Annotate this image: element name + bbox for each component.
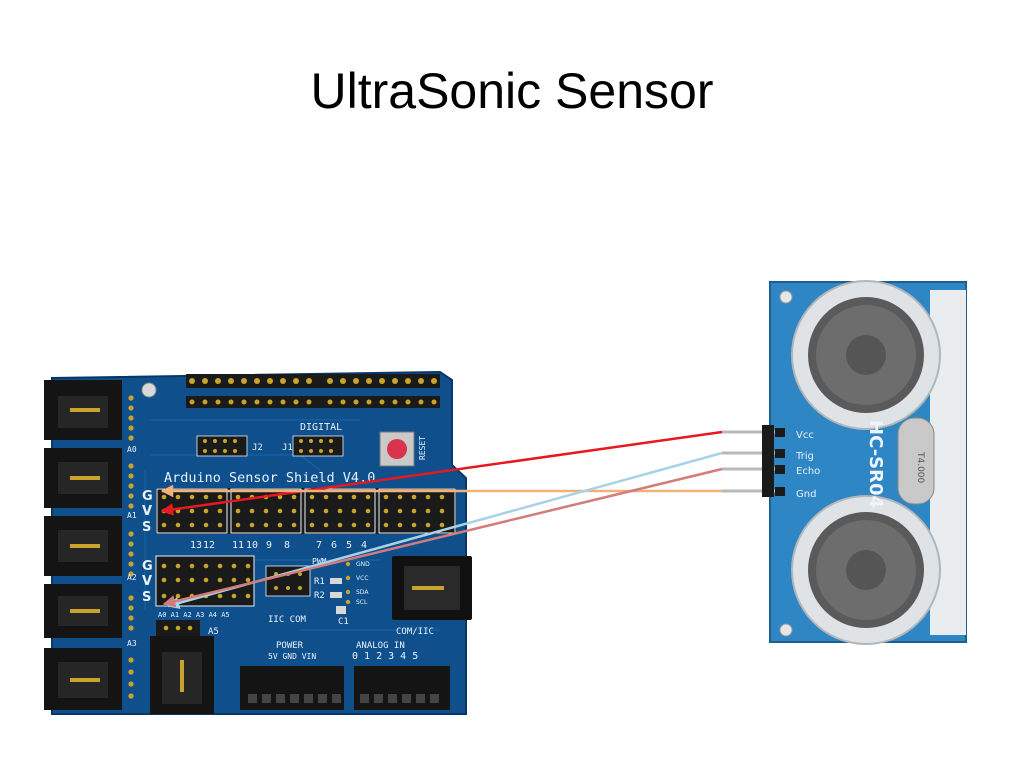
pin-number-7: 7 xyxy=(316,540,322,551)
com-iic-label: COM/IIC xyxy=(396,627,434,637)
pin-number-12: 12 xyxy=(203,540,215,551)
row-s-label: S xyxy=(142,520,151,535)
row-v-label-lower: V xyxy=(142,574,152,589)
pin-number-13: 13 xyxy=(190,540,202,551)
iic-label: IIC COM xyxy=(268,615,307,625)
row-g-label: G xyxy=(142,489,153,504)
pin-number-5: 5 xyxy=(346,540,352,551)
sensor-pin-echo: Echo xyxy=(796,466,820,477)
digital-header-top xyxy=(186,374,440,408)
side-label-a3: A3 xyxy=(127,639,137,648)
side-label-a0: A0 xyxy=(127,445,137,454)
pin-number-4: 4 xyxy=(361,540,367,551)
svg-text:SCL: SCL xyxy=(356,599,368,606)
header-j2-label: J2 xyxy=(252,443,263,453)
sensor-pin-gnd: Gnd xyxy=(796,489,816,500)
sensor-shield-board: DIGITAL RESET J2 J1 Arduino Sensor Shiel… xyxy=(44,370,472,715)
power-label: POWER xyxy=(276,641,304,651)
pin-number-8: 8 xyxy=(284,540,290,551)
com-iic-connector xyxy=(392,556,472,620)
bottom-connector xyxy=(150,620,214,714)
digital-label: DIGITAL xyxy=(300,422,342,433)
bottom-analog-header xyxy=(354,666,450,710)
analog-numbers-label: 0 1 2 3 4 5 xyxy=(352,651,418,662)
pin-number-6: 6 xyxy=(331,540,337,551)
sensor-pin-vcc: Vcc xyxy=(796,430,814,441)
side-label-a1: A1 xyxy=(127,511,137,520)
a5-label: A5 xyxy=(208,627,219,637)
transducer-top xyxy=(791,280,941,430)
crystal-label: T4.000 xyxy=(915,451,925,484)
vcc-wire xyxy=(160,430,723,516)
pin-number-10: 10 xyxy=(246,540,258,551)
power-pins-label: 5V GND VIN xyxy=(268,652,316,661)
capacitor-c1-label: C1 xyxy=(338,617,349,627)
crystal-oscillator: T4.000 xyxy=(897,417,935,505)
sensor-pin-trig: Trig xyxy=(795,451,814,462)
analog-in-label: ANALOG IN xyxy=(356,641,405,651)
board-label: Arduino Sensor Shield V4.0 xyxy=(164,470,375,486)
echo-wire xyxy=(162,467,723,608)
bottom-power-header xyxy=(240,666,344,710)
reset-button[interactable] xyxy=(379,431,415,467)
pwm-label: PWM xyxy=(312,557,327,566)
analog-pin-labels: A0 A1 A2 A3 A4 A5 xyxy=(158,611,230,619)
transducer-bottom xyxy=(791,495,941,645)
svg-text:GND: GND xyxy=(356,561,370,568)
row-s-label-lower: S xyxy=(142,590,151,605)
svg-text:VCC: VCC xyxy=(356,575,368,582)
pin-number-9: 9 xyxy=(266,540,272,551)
reset-label: RESET xyxy=(418,436,427,460)
side-label-a2: A2 xyxy=(127,573,137,582)
resistor-r1-label: R1 xyxy=(314,577,325,587)
ultrasonic-sensor: T4.000 HC-SR04 Vcc Trig Echo Gnd xyxy=(722,280,967,645)
header-j1-label: J1 xyxy=(282,443,293,453)
pin-number-11: 11 xyxy=(232,540,244,551)
svg-text:SDA: SDA xyxy=(356,589,369,596)
slide-title: UltraSonic Sensor xyxy=(310,63,714,119)
resistor-r2-label: R2 xyxy=(314,591,325,601)
row-v-label: V xyxy=(142,504,152,519)
row-g-label-lower: G xyxy=(142,559,153,574)
digital-gvs-header xyxy=(156,488,456,534)
analog-gvs-header xyxy=(155,555,255,607)
left-connectors xyxy=(44,380,122,710)
sensor-model-label: HC-SR04 xyxy=(865,420,886,508)
